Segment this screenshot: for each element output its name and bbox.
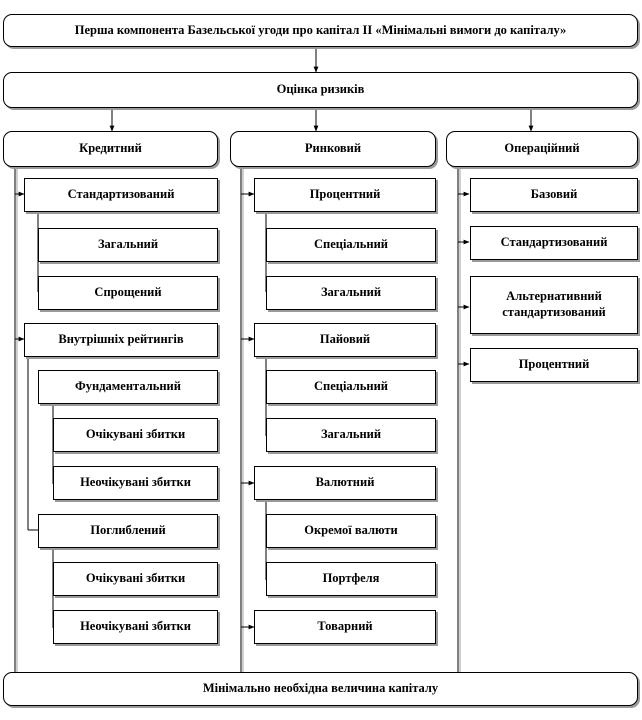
minimum-capital-box: Мінімально необхідна величина капіталу bbox=[3, 672, 638, 706]
risk-assessment-box: Оцінка ризиків bbox=[3, 72, 638, 108]
market-interest-general-box: Загальний bbox=[266, 276, 436, 310]
operational-risk-box: Операційний bbox=[446, 131, 638, 167]
market-risk-box: Ринковий bbox=[230, 131, 436, 167]
operational-alternative-standardized-box: Альтернативний стандартизований bbox=[470, 276, 638, 334]
market-risk-title: Ринковий bbox=[304, 141, 362, 156]
operational-basic-box: Базовий bbox=[470, 178, 638, 212]
market-fx-box: Валютний bbox=[254, 466, 436, 500]
credit-irb-box: Внутрішніх рейтингів bbox=[24, 323, 218, 357]
minimum-capital-title: Мінімально необхідна величина капіталу bbox=[202, 681, 439, 696]
credit-foundation-unexpected-box: Неочікувані збитки bbox=[53, 466, 218, 500]
market-equity-box: Пайовий bbox=[254, 323, 436, 357]
credit-foundation-expected-box: Очікувані збитки bbox=[53, 418, 218, 452]
operational-standardized-box: Стандартизований bbox=[470, 226, 638, 260]
credit-irb-foundation-box: Фундаментальний bbox=[38, 370, 218, 404]
credit-standardized-simplified-box: Спрощений bbox=[38, 276, 218, 310]
market-fx-single-currency-box: Окремої валюти bbox=[266, 514, 436, 548]
top-title-box: Перша компонента Базельської угоди про к… bbox=[3, 14, 638, 47]
market-commodity-box: Товарний bbox=[254, 610, 436, 644]
risk-assessment-title: Оцінка ризиків bbox=[276, 82, 365, 97]
credit-irb-advanced-box: Поглиблений bbox=[38, 514, 218, 548]
market-fx-portfolio-box: Портфеля bbox=[266, 562, 436, 596]
market-interest-box: Процентний bbox=[254, 178, 436, 212]
credit-standardized-general-box: Загальний bbox=[38, 228, 218, 262]
top-title: Перша компонента Базельської угоди про к… bbox=[74, 22, 567, 37]
credit-standardized-box: Стандартизований bbox=[24, 178, 218, 212]
market-equity-general-box: Загальний bbox=[266, 418, 436, 452]
market-equity-specific-box: Спеціальний bbox=[266, 370, 436, 404]
credit-risk-title: Кредитний bbox=[79, 141, 142, 156]
credit-advanced-unexpected-box: Неочікувані збитки bbox=[53, 610, 218, 644]
operational-risk-title: Операційний bbox=[504, 141, 580, 156]
credit-risk-box: Кредитний bbox=[3, 131, 218, 167]
operational-interest-box: Процентний bbox=[470, 348, 638, 382]
credit-advanced-expected-box: Очікувані збитки bbox=[53, 562, 218, 596]
market-interest-specific-box: Спеціальний bbox=[266, 228, 436, 262]
